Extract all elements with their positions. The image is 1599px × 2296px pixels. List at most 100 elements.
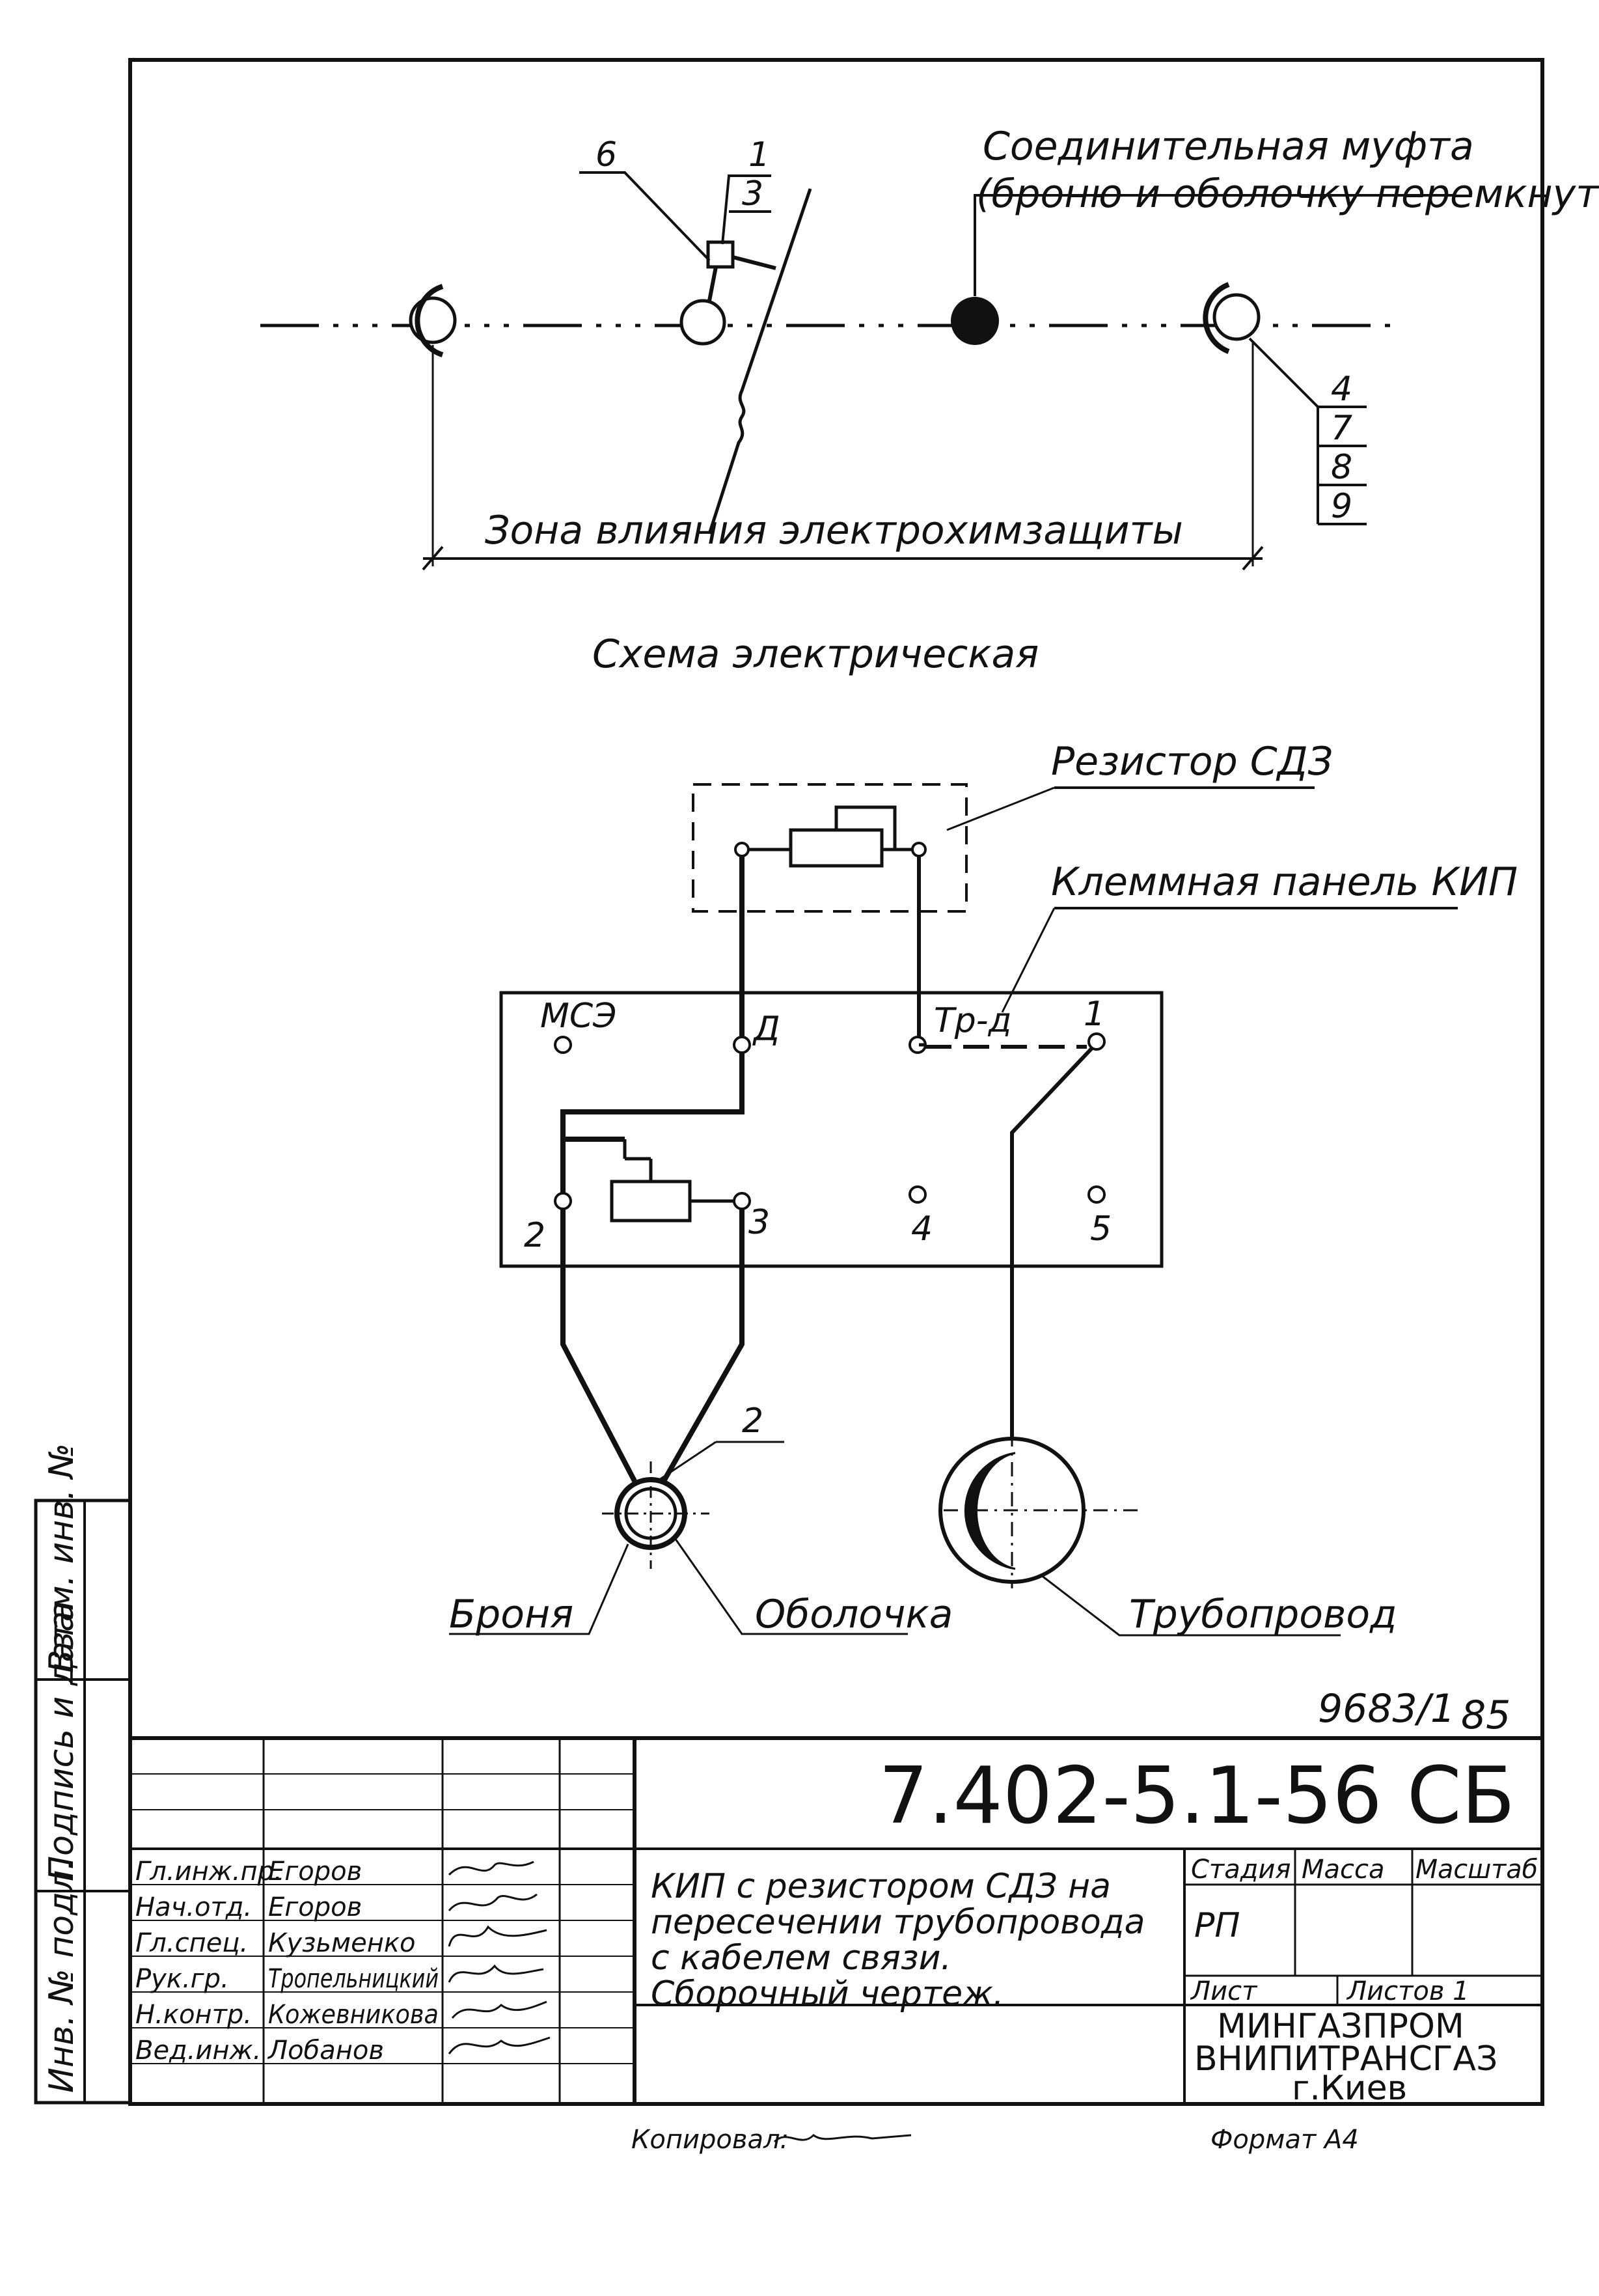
terminal-4: [909, 1185, 927, 1204]
pipeline-icon: [938, 1437, 1086, 1584]
label-6: 6: [595, 135, 617, 174]
signature-6: [448, 2036, 551, 2054]
stage-value: РП: [1194, 1906, 1240, 1945]
name-4: Тропельницкий: [268, 1964, 439, 1994]
terminal-d: [733, 1036, 751, 1054]
terminal-2: [554, 1192, 572, 1210]
leader-right: [1248, 337, 1319, 408]
terminal-1-label: 1: [1084, 995, 1105, 1034]
role-2: Нач.отд.: [135, 1892, 252, 1922]
terminal-3-label: 3: [748, 1203, 770, 1242]
top-scheme: [260, 171, 1455, 571]
left-flange-arc: [415, 284, 444, 357]
role-1: Гл.инж.пр.: [135, 1857, 282, 1887]
terminal-mse-label: МСЭ: [540, 997, 616, 1036]
description-line-1: КИП с резистором СДЗ на: [651, 1867, 1111, 1906]
cable-armor-icon: [614, 1477, 687, 1550]
wire-d-to-2: [560, 1053, 745, 1193]
right-flange-arc: [1203, 282, 1230, 354]
schematic-title: Схема электрическая: [592, 631, 1039, 677]
label-4: 4: [1331, 370, 1352, 409]
name-1: Егоров: [268, 1857, 362, 1887]
terminal-trd-label: Тр-д: [934, 1001, 1012, 1040]
label-9: 9: [1331, 487, 1352, 526]
format-label: Формат А4: [1210, 2125, 1359, 2155]
armor-label: Броня: [449, 1592, 573, 1637]
name-2: Егоров: [268, 1892, 362, 1922]
terminal-2-label: 2: [524, 1216, 545, 1255]
terminal-4-label: 4: [911, 1210, 933, 1249]
signature-5: [451, 2000, 547, 2019]
name-5: Кожевникова: [268, 2000, 439, 2030]
role-3: Гл.спец.: [135, 1928, 248, 1958]
signature-1: [448, 1860, 534, 1876]
right-flange-icon: [1212, 293, 1261, 341]
wire-3-to-sheath: [661, 1209, 745, 1482]
wire-1-to-pipeline: [1010, 1046, 1094, 1439]
terminal-panel: [499, 991, 1164, 1268]
org-line-1: МИНГАЗПРОМ: [1217, 2007, 1464, 2046]
org-line-3: г.Киев: [1292, 2069, 1407, 2108]
terminal-panel-label: Клеммная панель КИП: [1051, 859, 1518, 905]
leader-pipeline: [1041, 1574, 1341, 1637]
leader-armor: [449, 1543, 629, 1635]
sheet-label: Лист: [1190, 1976, 1258, 2006]
kip-circle-icon: [679, 299, 726, 346]
terminal-3: [733, 1192, 751, 1210]
terminal-mse: [554, 1036, 572, 1054]
leader-sheath: [672, 1536, 908, 1635]
pipeline-coating: [964, 1452, 1016, 1570]
role-5: Н.контр.: [135, 2000, 252, 2030]
wire-2-to-armor: [560, 1209, 637, 1482]
description-line-4: Сборочный чертеж.: [651, 1974, 1004, 2013]
label-8: 8: [1331, 448, 1352, 487]
signature-4: [448, 1964, 544, 1983]
field-replace-inventory: Взам. инв. №: [42, 1443, 81, 1673]
kip-terminal-box: [706, 240, 735, 269]
coupling-label-line1: Соединительная муфта: [983, 124, 1474, 169]
panel-resistor-icon: [610, 1180, 692, 1223]
cable-sheath-icon: [624, 1487, 677, 1540]
role-4: Рук.гр.: [135, 1964, 229, 1994]
name-6: Лобанов: [267, 2036, 384, 2066]
coupling-icon: [951, 297, 999, 345]
drawing-frame: [128, 58, 1544, 2106]
signature-2: [448, 1893, 538, 1911]
leader-panel: [1001, 907, 1056, 1013]
signature-3: [448, 1925, 547, 1947]
inventory-number: 9683/1: [1318, 1686, 1455, 1732]
resistor-sdz-icon: [789, 828, 884, 868]
description-line-2: пересечении трубопровода: [651, 1903, 1145, 1942]
label-1: 1: [748, 135, 770, 174]
title-block: [130, 1736, 1542, 2104]
role-6: Вед.инж.: [135, 2036, 261, 2066]
leader-coupling: [974, 194, 1455, 296]
field-signature-date: Подпись и дата: [42, 1601, 81, 1881]
terminal-5-label: 5: [1090, 1210, 1112, 1249]
pipeline-label: Трубопровод: [1129, 1592, 1397, 1637]
zone-label: Зона влияния электрохимзащиты: [485, 508, 1183, 553]
sheath-label: Оболочка: [755, 1592, 953, 1637]
description-line-3: с кабелем связи.: [651, 1939, 951, 1978]
communication-cable: [707, 188, 812, 534]
electrical-schematic: [449, 783, 1458, 1637]
copied-by-label: Копировал:: [631, 2125, 789, 2155]
document-code: 7.402-5.1-56 СБ: [879, 1751, 1515, 1842]
label-7: 7: [1331, 409, 1352, 448]
leader-cable-2: [657, 1441, 717, 1482]
cable-label-2: 2: [742, 1402, 763, 1441]
terminal-d-label: Д: [752, 1010, 780, 1049]
copied-by-signature: [773, 2134, 912, 2143]
label-3: 3: [742, 174, 763, 214]
coupling-label-line2: (броню и оболочку перемкнуть): [976, 171, 1599, 217]
name-3: Кузьменко: [268, 1928, 415, 1958]
sheets-label: Листов 1: [1346, 1976, 1469, 2006]
org-line-2: ВНИПИТРАНСГАЗ: [1194, 2040, 1497, 2079]
leader-6: [579, 171, 711, 262]
field-original-inventory: Инв. № подл.: [42, 1859, 81, 2093]
terminal-1: [1087, 1032, 1106, 1051]
col-scale: Масштаб: [1415, 1855, 1538, 1885]
leader-resistor: [946, 786, 1055, 831]
col-stage: Стадия: [1191, 1855, 1291, 1885]
